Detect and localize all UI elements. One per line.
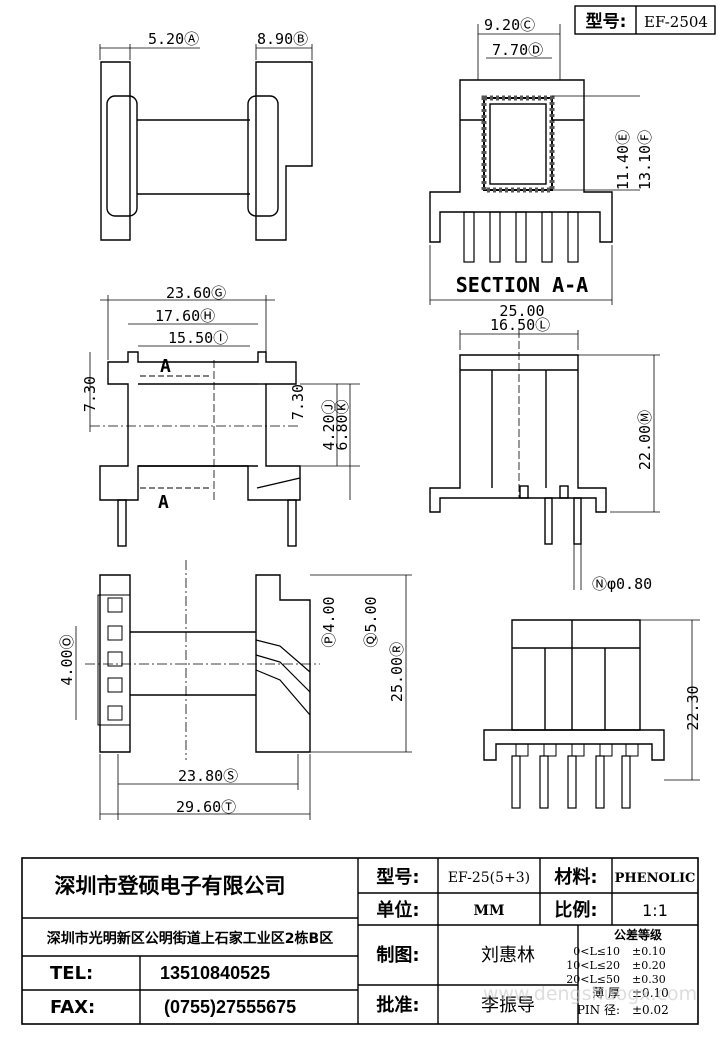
dim-side-b-label: 7.30 bbox=[289, 384, 307, 420]
dim-n-label: Ⓝφ0.80 bbox=[592, 575, 652, 593]
section-marker-bottom: A bbox=[158, 492, 169, 513]
tolerance-range: PIN 径: bbox=[577, 1003, 620, 1017]
tb-scale-value: 1:1 bbox=[642, 901, 668, 920]
header-box bbox=[574, 5, 716, 35]
tolerance-value: ±0.10 bbox=[632, 986, 669, 1000]
dim-t-label: 29.60Ⓣ bbox=[176, 798, 236, 816]
dim-e-label: 11.40Ⓔ bbox=[614, 130, 632, 190]
dim-section-width-label: 25.00 bbox=[499, 302, 544, 320]
tb-model-value: EF-25(5+3) bbox=[448, 870, 530, 886]
view-section-aa bbox=[429, 24, 640, 305]
tb-approved-label: 批准: bbox=[376, 994, 419, 1016]
dim-l-label: 16.50Ⓛ bbox=[490, 316, 550, 334]
tb-approved-value: 李振导 bbox=[481, 995, 535, 1016]
tb-unit-value: MM bbox=[474, 903, 505, 919]
dim-side-a-label: 7.30 bbox=[81, 376, 99, 412]
tolerance-range: 薄 厚 bbox=[592, 985, 620, 1000]
dim-j-label: 4.20Ⓙ bbox=[320, 399, 338, 450]
dim-i-label: 15.50Ⓘ bbox=[168, 329, 228, 347]
dim-k-label: 6.80Ⓚ bbox=[333, 399, 351, 450]
tolerance-value: ±0.20 bbox=[632, 959, 666, 972]
tel-number: 13510840525 bbox=[160, 963, 270, 983]
tolerance-range: 10<L≤20 bbox=[566, 959, 620, 972]
dim-h-label: 17.60Ⓗ bbox=[155, 307, 215, 325]
tolerance-range: 0<L≤10 bbox=[573, 945, 620, 958]
watermark: www.dengshuogx.com bbox=[483, 983, 697, 1005]
view-middle-right bbox=[429, 330, 660, 590]
tolerance-range: 20<L≤50 bbox=[566, 973, 620, 986]
dim-d-label: 7.70Ⓓ bbox=[492, 41, 543, 59]
dim-height-right-label: 22.30 bbox=[684, 685, 702, 730]
title-block-frame bbox=[21, 857, 699, 1025]
view-middle-left bbox=[89, 295, 360, 547]
fax-number: (0755)27555675 bbox=[164, 997, 296, 1017]
dim-r-label: 25.00Ⓡ bbox=[388, 642, 406, 702]
dim-s-label: 23.80Ⓢ bbox=[178, 767, 238, 785]
dim-m-label: 22.00Ⓜ bbox=[636, 410, 654, 470]
tb-material-value: PHENOLIC bbox=[615, 871, 696, 886]
section-title: SECTION A-A bbox=[456, 273, 588, 297]
tolerance-value: ±0.10 bbox=[632, 945, 666, 958]
tb-drawn-value: 刘惠林 bbox=[481, 945, 535, 966]
dim-c-label: 9.20Ⓒ bbox=[484, 16, 535, 34]
tb-scale-label: 比例: bbox=[554, 899, 597, 921]
dim-a-label: 5.20Ⓐ bbox=[148, 30, 199, 48]
dim-g-label: 23.60Ⓖ bbox=[166, 284, 226, 302]
dim-o-label: 4.00Ⓞ bbox=[58, 634, 76, 685]
tb-unit-label: 单位: bbox=[376, 899, 419, 921]
tb-model-label: 型号: bbox=[376, 866, 419, 888]
tb-drawn-label: 制图: bbox=[376, 945, 419, 966]
section-marker-top: A bbox=[160, 356, 171, 377]
header-model-label: 型号: bbox=[586, 11, 627, 32]
dim-b-label: 8.90Ⓑ bbox=[257, 30, 308, 48]
tel-label: TEL: bbox=[50, 963, 93, 984]
tolerance-value: ±0.30 bbox=[632, 973, 666, 986]
tolerance-title: 公差等级 bbox=[614, 927, 662, 942]
view-top-left bbox=[99, 44, 313, 241]
dim-p-label: Ⓟ4.00 bbox=[320, 596, 338, 647]
dim-f-label: 13.10Ⓕ bbox=[636, 130, 654, 190]
fax-label: FAX: bbox=[50, 997, 95, 1018]
company-address: 深圳市光明新区公明街道上石家工业区2栋B区 bbox=[47, 930, 333, 947]
header-model-value: EF-2504 bbox=[644, 13, 708, 31]
tb-material-label: 材料: bbox=[554, 866, 597, 888]
company-name: 深圳市登硕电子有限公司 bbox=[55, 874, 286, 898]
view-bottom-left bbox=[75, 560, 412, 820]
dim-q-label: Ⓠ5.00 bbox=[362, 596, 380, 647]
tolerance-value: ±0.02 bbox=[632, 1003, 669, 1017]
view-bottom-right bbox=[483, 619, 700, 809]
